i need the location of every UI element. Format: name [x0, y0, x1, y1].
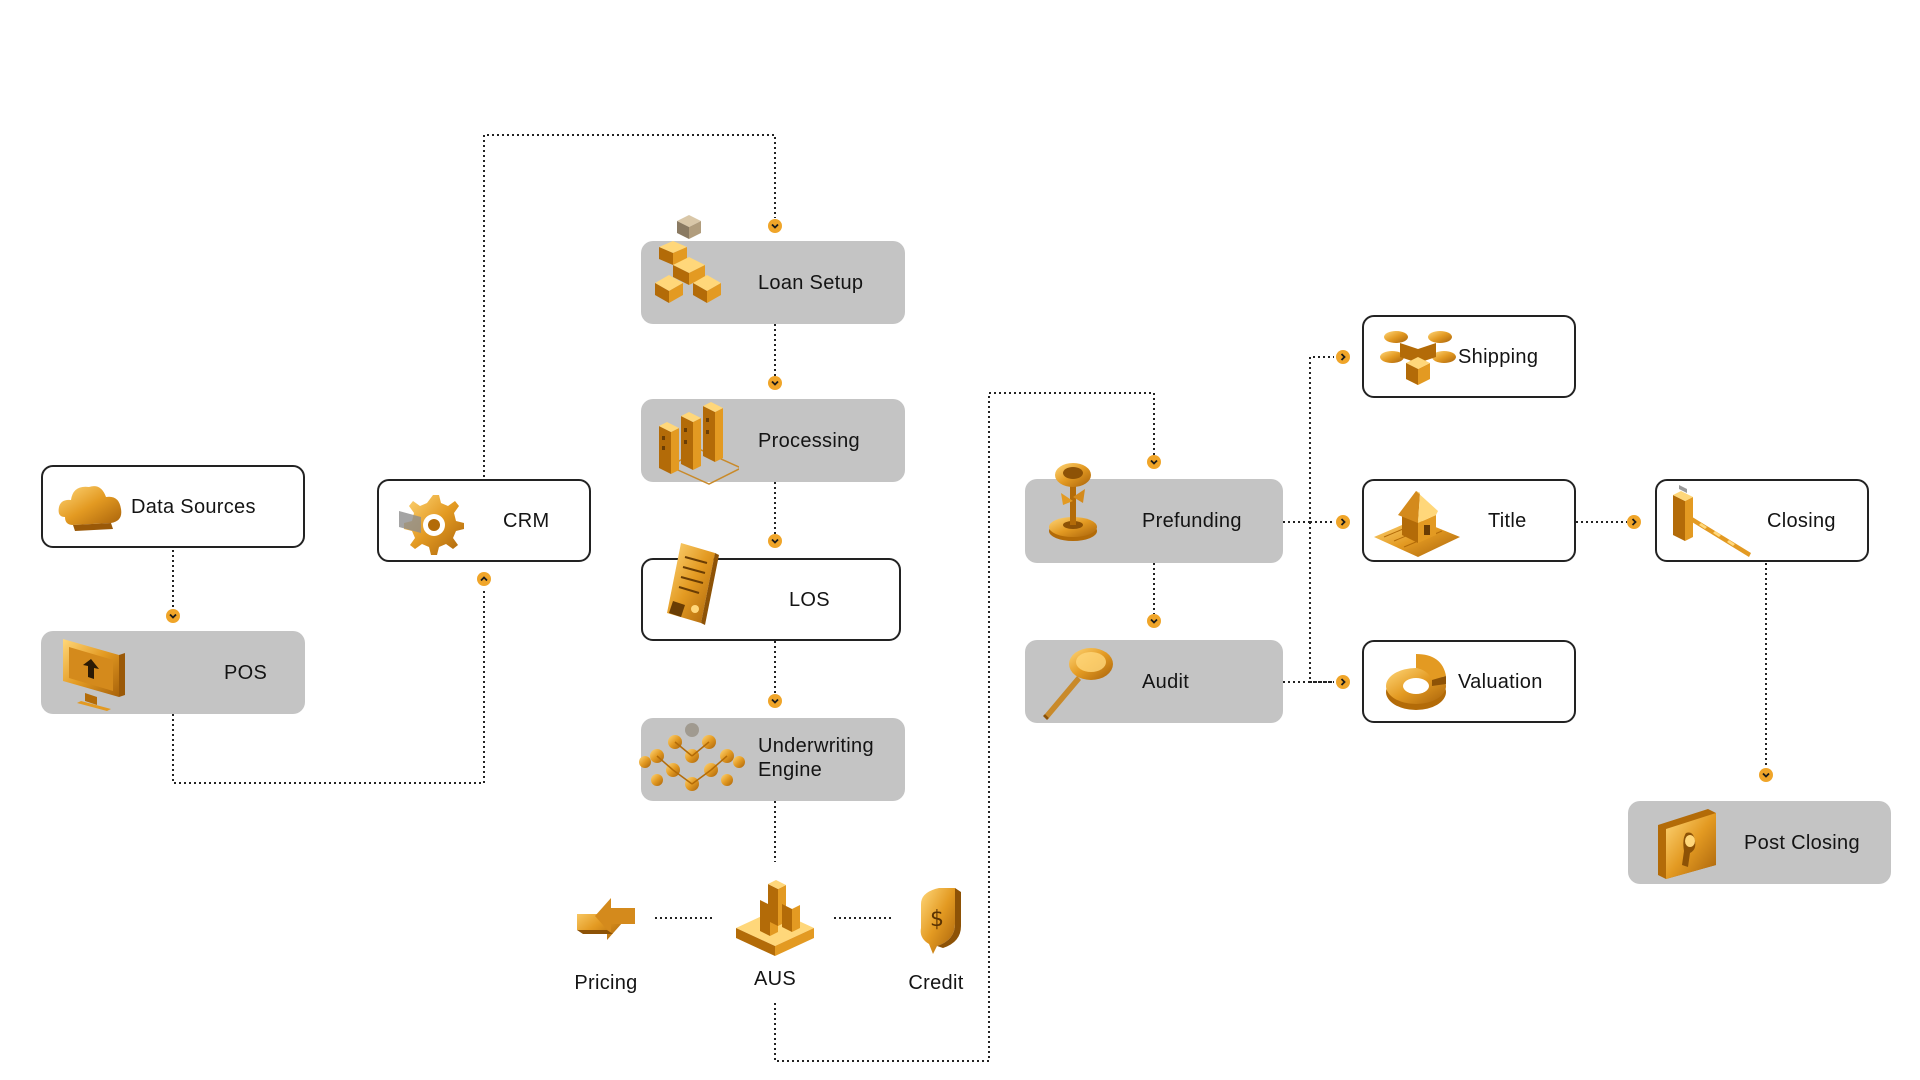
arrow-down-icon — [768, 376, 782, 390]
connector-branch-valuation — [1309, 522, 1334, 683]
stacked-cubes-icon — [655, 215, 721, 303]
connector-prefunding-branches — [1283, 356, 1334, 523]
node-label: Prefunding — [1142, 510, 1242, 532]
arrow-down-icon — [1147, 455, 1161, 469]
barrier-gate-icon — [1673, 484, 1751, 557]
node-label: LOS — [789, 588, 830, 611]
arrow-down-icon — [1759, 768, 1773, 782]
node-audit: Audit — [1025, 640, 1283, 723]
node-underwriting-engine: Underwriting Engine — [639, 718, 905, 801]
node-label: Credit — [908, 972, 964, 994]
coin-pin-icon — [1049, 463, 1097, 541]
node-label-line1: Underwriting — [758, 735, 874, 757]
cloud-icon — [58, 485, 122, 531]
node-los: LOS — [641, 543, 901, 641]
city-block-icon — [736, 880, 814, 956]
node-loan-setup: Loan Setup — [641, 215, 905, 324]
arrow-down-icon — [768, 534, 782, 548]
node-label: Valuation — [1458, 670, 1543, 693]
svg-text:$: $ — [930, 907, 944, 932]
node-valuation: Valuation — [1362, 640, 1576, 723]
node-label: Post Closing — [1744, 831, 1860, 854]
house-icon — [1374, 490, 1460, 557]
node-label: Pricing — [574, 972, 638, 994]
arrow-down-icon — [768, 694, 782, 708]
exchange-arrows-icon — [577, 898, 635, 940]
node-label: AUS — [753, 968, 797, 990]
arrow-down-icon — [166, 609, 180, 623]
node-label: Processing — [758, 429, 860, 452]
node-label: Closing — [1767, 509, 1836, 532]
node-title: Title — [1362, 479, 1576, 562]
donut-chart-icon — [1386, 653, 1446, 710]
dollar-tag-icon: $ — [920, 888, 961, 954]
node-post-closing: Post Closing — [1628, 801, 1891, 884]
arrow-down-icon — [768, 219, 782, 233]
node-shipping: Shipping — [1362, 315, 1576, 398]
node-label: Shipping — [1458, 345, 1539, 368]
node-prefunding: Prefunding — [1025, 463, 1283, 563]
arrow-right-icon — [1336, 350, 1350, 364]
drone-box-icon — [1380, 330, 1456, 385]
node-pricing: Pricing — [556, 874, 656, 995]
node-aus: AUS — [725, 870, 825, 991]
document-scroll-icon — [667, 543, 719, 625]
node-credit: $ Credit — [886, 874, 986, 995]
node-label: Audit — [1142, 670, 1190, 693]
arrow-up-icon — [477, 572, 491, 586]
node-label-line2: Engine — [758, 759, 823, 781]
node-label: Loan Setup — [758, 271, 864, 294]
connector-aus-prefunding — [774, 392, 1155, 1062]
gear-icon — [399, 494, 464, 555]
arrow-down-icon — [1147, 614, 1161, 628]
network-nodes-icon — [639, 722, 745, 791]
node-processing: Processing — [641, 399, 905, 485]
buildings-icon — [659, 401, 739, 485]
node-crm: CRM — [377, 479, 591, 562]
folder-key-icon — [1658, 808, 1716, 879]
node-data-sources: Data Sources — [41, 465, 305, 548]
arrow-right-icon — [1336, 515, 1350, 529]
node-closing: Closing — [1655, 479, 1869, 562]
node-label: Title — [1488, 509, 1527, 532]
node-pos: POS — [41, 631, 305, 714]
arrow-right-icon — [1627, 515, 1641, 529]
node-label: Data Sources — [131, 495, 256, 518]
arrow-right-icon — [1336, 675, 1350, 689]
monitor-upload-icon — [63, 638, 125, 711]
node-label: CRM — [503, 509, 550, 532]
node-label: POS — [224, 661, 268, 684]
magnifier-icon — [1043, 647, 1113, 720]
